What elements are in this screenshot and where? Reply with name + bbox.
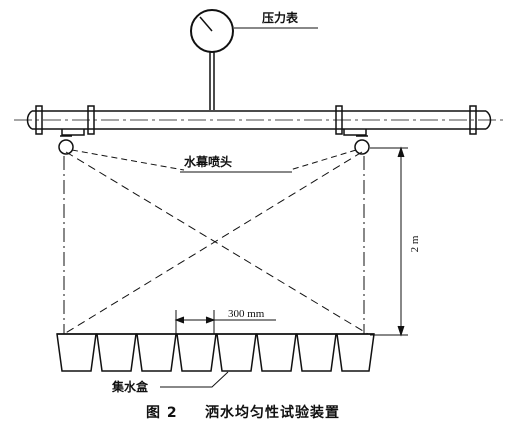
height-dimension-label: 2 m — [409, 235, 421, 252]
spacing-dimension — [174, 310, 276, 334]
gauge-dial — [190, 9, 234, 53]
nozzle-right — [354, 139, 370, 155]
collector-box — [256, 333, 297, 372]
spray-dash-line — [71, 149, 185, 171]
pipe-flange — [35, 105, 43, 135]
collector-box — [336, 333, 375, 372]
collector-box — [136, 333, 177, 372]
spray-dash-line — [63, 151, 363, 335]
spray-dash-line — [289, 149, 357, 171]
figure-number: 图 2 — [146, 405, 178, 421]
height-dimension — [370, 146, 408, 337]
pressure-gauge — [190, 9, 318, 110]
pressure-gauge-label: 压力表 — [262, 10, 299, 25]
collector-box — [96, 333, 137, 372]
collector-box — [296, 333, 337, 372]
collector-box — [56, 333, 97, 372]
spray-pattern — [63, 149, 369, 335]
gauge-needle — [199, 16, 213, 32]
nozzle-assembly-right — [343, 129, 370, 155]
collector-box — [176, 333, 217, 372]
collector-label: 集水盒 — [111, 379, 149, 394]
nozzle-label: 水幕喷头 — [184, 154, 232, 169]
pipe-flange — [469, 105, 477, 135]
spray-dash-line — [65, 151, 369, 335]
figure-title: 洒水均匀性试验装置 — [205, 404, 340, 421]
nozzle-assembly-left — [58, 129, 85, 155]
collector-leader-line — [160, 371, 229, 388]
spacing-dimension-label: 300 mm — [228, 308, 265, 320]
collector-box — [216, 333, 257, 372]
collector-row — [56, 333, 375, 388]
supply-pipe — [14, 105, 506, 135]
nozzle-left — [58, 139, 74, 155]
pipe-flange — [335, 105, 343, 135]
figure-caption: 图 2 洒水均匀性试验装置 — [146, 404, 340, 421]
pipe-flange — [87, 105, 95, 135]
